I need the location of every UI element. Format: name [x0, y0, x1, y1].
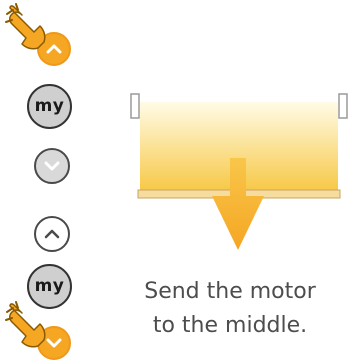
caption-line-2: to the middle.	[110, 309, 350, 343]
my-button-bottom[interactable]: my	[27, 264, 72, 309]
my-label: my	[35, 276, 65, 296]
chevron-down-icon	[44, 333, 64, 353]
up-button-bottom[interactable]	[34, 216, 70, 252]
up-button-top[interactable]	[37, 32, 71, 66]
my-button-top[interactable]: my	[27, 84, 72, 129]
down-button-bottom[interactable]	[37, 326, 71, 360]
my-label: my	[35, 96, 65, 116]
down-button-top[interactable]	[34, 148, 70, 184]
blind-illustration	[118, 84, 350, 264]
down-arrow-icon	[208, 158, 268, 258]
chevron-down-icon	[42, 156, 62, 176]
remote-control: my my	[0, 0, 90, 361]
chevron-up-icon	[42, 224, 62, 244]
instruction-caption: Send the motor to the middle.	[110, 275, 350, 343]
chevron-up-icon	[44, 39, 64, 59]
caption-line-1: Send the motor	[110, 275, 350, 309]
